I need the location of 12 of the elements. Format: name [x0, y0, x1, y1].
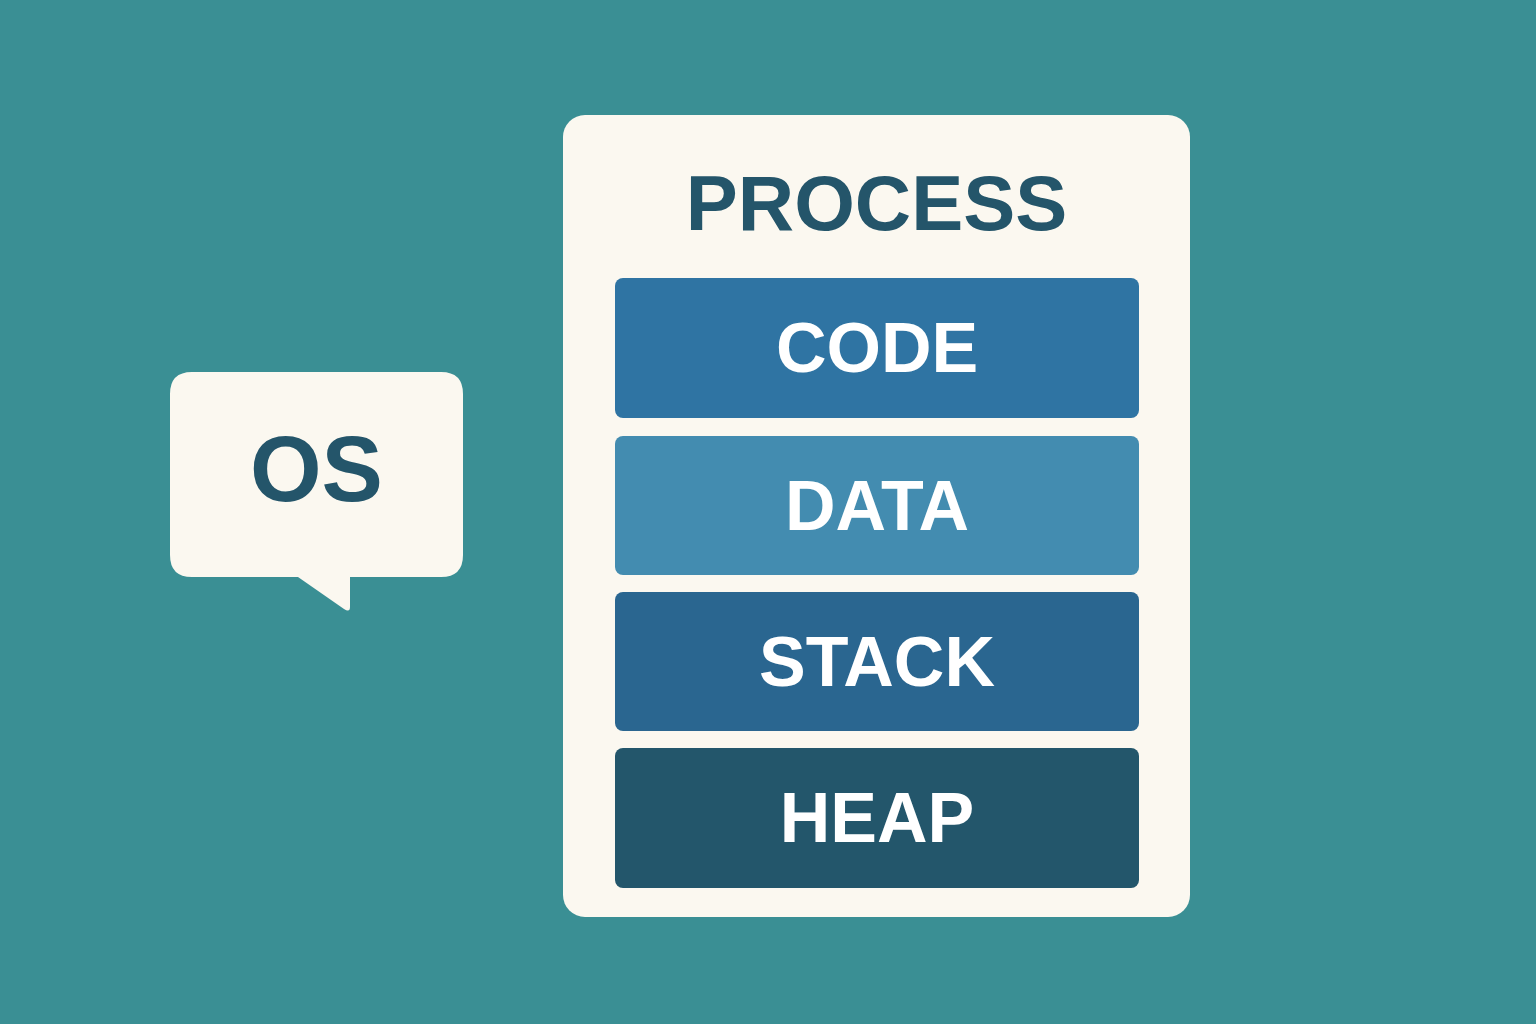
process-card — [563, 115, 1190, 917]
memory-segment — [615, 592, 1139, 731]
segment-label: DATA — [784, 465, 970, 547]
segment-label: CODE — [774, 308, 980, 389]
speech-bubble — [170, 372, 463, 613]
card-title: PROCESS — [684, 158, 1069, 249]
memory-segment — [615, 748, 1139, 888]
segment-label: STACK — [758, 621, 996, 703]
memory-segment — [615, 278, 1139, 418]
node-label: OS — [249, 417, 384, 522]
segment-label: HEAP — [778, 778, 976, 859]
memory-segment — [615, 436, 1139, 575]
